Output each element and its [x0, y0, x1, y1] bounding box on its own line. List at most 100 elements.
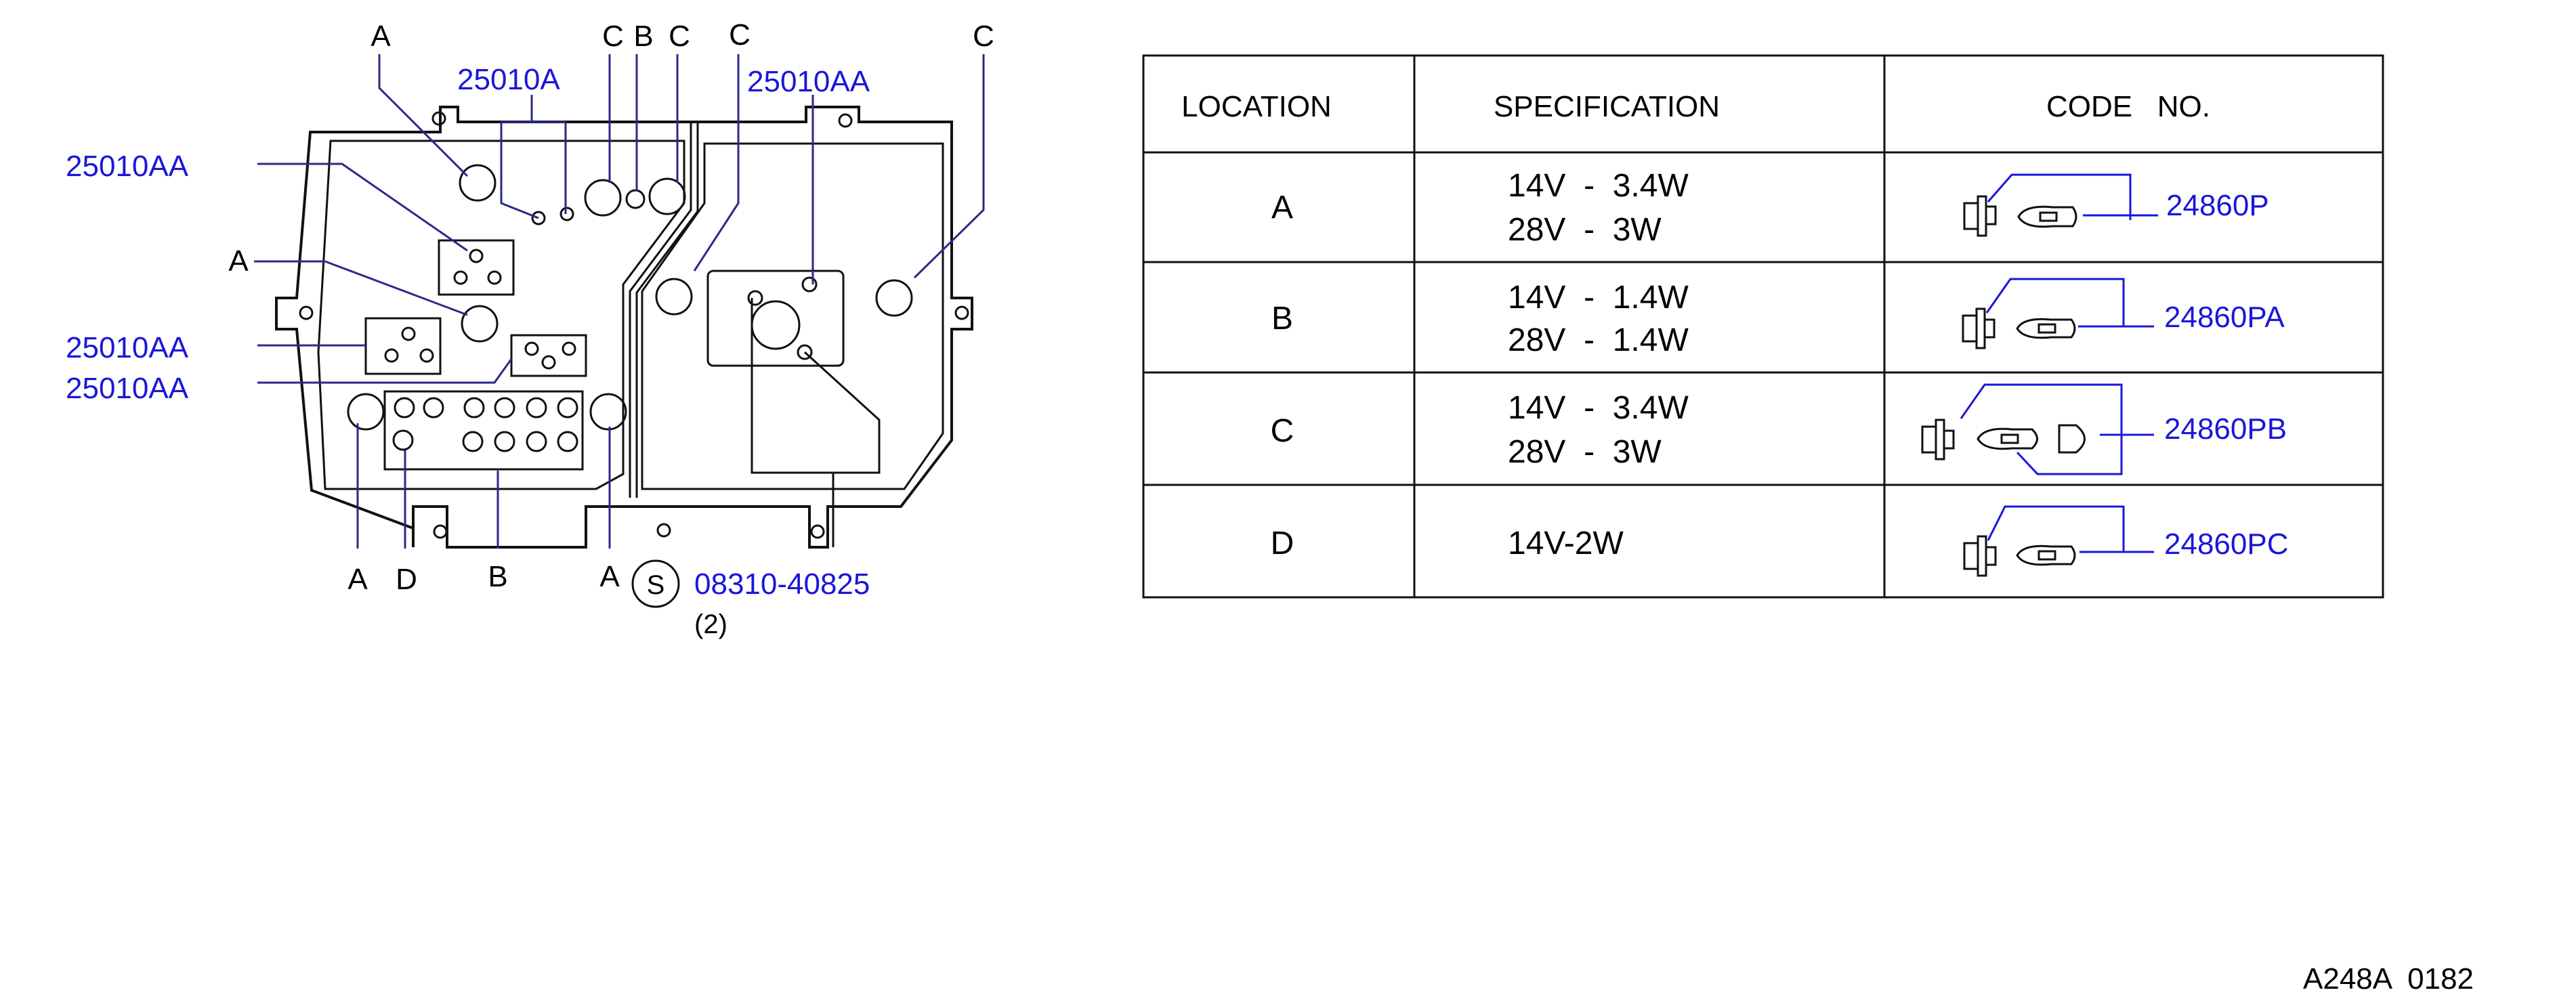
bulb-base — [1985, 205, 1997, 226]
pin — [401, 326, 416, 341]
bulb-filament — [2037, 550, 2056, 561]
bulb-glass — [1977, 427, 2038, 450]
callout-a: A — [228, 244, 249, 278]
b-lamp — [423, 397, 444, 419]
bulb-base — [1975, 307, 1986, 349]
part-number-25010aa: 25010AA — [747, 65, 870, 98]
board-inner-left — [317, 140, 685, 490]
mount-hole — [656, 523, 671, 538]
mount-hole — [433, 524, 448, 539]
pin — [384, 348, 399, 363]
socket-c — [875, 279, 913, 317]
bulb-base — [1943, 429, 1955, 450]
meter-hole — [801, 276, 818, 293]
row-spec-line2: 28V - 3W — [1508, 434, 1662, 470]
table-border — [1142, 54, 2384, 599]
pin — [487, 270, 502, 285]
row-location: C — [1271, 413, 1294, 449]
b-lamp — [463, 397, 485, 419]
bulb-icon-d — [1963, 505, 2154, 577]
b-lamp — [494, 397, 515, 419]
callout-a: A — [371, 20, 391, 53]
mount-hole — [838, 113, 853, 128]
row-code: 24860P — [2166, 189, 2269, 222]
drawing-reference: A248A 0182 — [2303, 962, 2474, 996]
bulb-icon-a — [1963, 173, 2158, 237]
mount-hole — [954, 305, 969, 320]
callout-labels: A C B C C C A A D B A 25010A 25010AA 250… — [66, 18, 994, 639]
meter-block — [706, 270, 845, 367]
bulb-base — [1985, 546, 1997, 566]
bulb-glass — [2016, 318, 2076, 339]
pin — [524, 341, 539, 356]
leader — [254, 260, 468, 316]
board-inner-right — [641, 142, 944, 490]
bulb-filament — [2039, 211, 2058, 222]
callout-a: A — [347, 563, 368, 596]
b-lamp — [526, 397, 547, 419]
socket-c — [584, 179, 622, 217]
connector-box — [364, 317, 442, 375]
row-location: B — [1271, 301, 1293, 337]
connector-box — [510, 334, 587, 377]
callout-c: C — [973, 20, 994, 53]
part-number-25010a: 25010A — [457, 63, 560, 96]
pin — [419, 348, 434, 363]
code-leader — [1987, 173, 2158, 217]
row-code: 24860PC — [2164, 528, 2288, 561]
bulb-base — [1983, 318, 1996, 339]
socket-a — [459, 164, 497, 202]
screw-hole — [531, 211, 546, 226]
b-lamp — [557, 431, 578, 452]
meter-leader — [751, 298, 881, 474]
b-lamp — [526, 431, 547, 452]
row-spec-line1: 14V-2W — [1508, 526, 1624, 561]
board-inner-divider — [629, 122, 692, 498]
header-code-no: CODE NO. — [2046, 90, 2210, 123]
row-spec-line1: 14V - 1.4W — [1508, 280, 1689, 316]
bulb-base — [1963, 202, 1979, 230]
socket-b — [625, 189, 646, 209]
screw-symbol-circle — [631, 559, 680, 608]
row-code: 24860PB — [2164, 412, 2287, 446]
bulb-glass — [2017, 205, 2077, 228]
board-inner-divider-2 — [635, 122, 699, 498]
callout-a: A — [599, 560, 620, 593]
b-cluster-box — [383, 390, 584, 471]
bulb-filament — [2037, 323, 2056, 334]
leader — [500, 95, 567, 219]
callout-c: C — [669, 20, 690, 53]
mount-hole — [810, 524, 825, 539]
socket-a — [589, 393, 627, 431]
socket-a — [461, 305, 499, 343]
d-lamp — [392, 429, 414, 451]
part-number-25010aa: 25010AA — [66, 372, 189, 405]
row-code: 24860PA — [2164, 301, 2285, 334]
mount-hole — [299, 305, 314, 320]
callout-d: D — [396, 563, 417, 596]
row-spec-line1: 14V - 3.4W — [1508, 390, 1689, 426]
row-spec-line2: 28V - 1.4W — [1508, 322, 1689, 358]
pin — [469, 249, 484, 263]
screw-hole — [559, 207, 574, 221]
socket-c — [648, 177, 686, 215]
leader — [257, 163, 468, 252]
row-location: A — [1271, 190, 1293, 226]
code-leader — [1985, 278, 2154, 328]
part-number-25010aa: 25010AA — [66, 150, 189, 183]
pin — [453, 270, 468, 285]
instrument-panel-drawing — [254, 54, 985, 608]
bulb-icon-c — [1921, 383, 2154, 475]
part-number-25010aa: 25010AA — [66, 331, 189, 364]
meter-socket — [751, 300, 801, 350]
leader — [693, 54, 740, 272]
part-number-screw: 08310-40825 — [694, 568, 870, 601]
b-lamp — [557, 397, 578, 419]
row-spec-line1: 14V - 3.4W — [1508, 168, 1689, 204]
callout-b: B — [633, 20, 653, 53]
spec-table: LOCATION SPECIFICATION CODE NO. A 14V - … — [1142, 54, 2384, 599]
row-spec-line2: 28V - 3W — [1508, 212, 1662, 248]
code-leader — [1960, 383, 2154, 475]
meter-hole — [797, 344, 813, 360]
